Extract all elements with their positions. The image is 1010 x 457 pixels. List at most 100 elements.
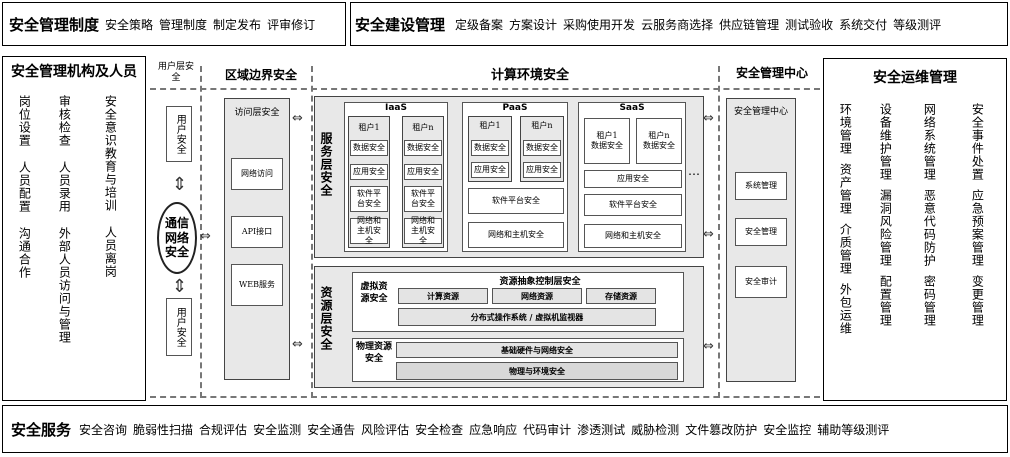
header-compute: 计算环境安全 <box>490 68 569 83</box>
iaas-tenant1: 租户1 <box>358 123 380 132</box>
right-panel-column: 设备维护管理漏洞风险管理配置管理 <box>878 103 892 327</box>
top-right-item: 定级备案 <box>455 17 504 32</box>
paas-host: 网络和主机安全 <box>468 222 564 248</box>
top-right-box: 安全建设管理 定级备案方案设计采购使用开发云服务商选择供应链管理测试验收系统交付… <box>350 2 1008 46</box>
left-panel-column: 岗位设置人员配置沟通合作 <box>17 95 31 279</box>
iaas-platform-n: 软件平台安全 <box>404 186 442 212</box>
updown-arrow-2: ⇕ <box>172 276 188 297</box>
bottom-box: 安全服务 安全咨询脆弱性扫描合规评估安全监测安全通告风险评估安全检查应急响应代码… <box>2 405 1008 453</box>
saas-tenant1: 租户1 数据安全 <box>584 118 630 164</box>
right-panel-item: 恶意代码防护 <box>922 189 937 267</box>
resource-layer-label: 资源层安全 <box>319 286 333 351</box>
right-panel: 安全运维管理 环境管理资产管理介质管理外包运维设备维护管理漏洞风险管理配置管理网… <box>823 58 1007 401</box>
left-panel-item: 人员配置 <box>17 161 32 213</box>
right-panel-item: 变更管理 <box>970 275 985 327</box>
left-panel-item: 人员录用 <box>57 161 72 213</box>
right-panel-item: 安全事件处置 <box>970 103 985 181</box>
distributed-os: 分布式操作系统 / 虚拟机监视器 <box>398 308 656 326</box>
paas-data-1: 数据安全 <box>471 140 509 156</box>
saas-platform: 软件平台安全 <box>584 194 682 216</box>
top-right-item: 采购使用开发 <box>563 17 636 32</box>
service-ellipsis: … <box>688 164 700 178</box>
top-left-box: 安全管理制度 安全策略管理制度制定发布评审修订 <box>2 2 346 46</box>
physical-resource-label: 物理资源安全 <box>356 342 393 364</box>
left-panel-item: 外部人员访问与管理 <box>57 227 72 344</box>
bottom-item: 渗透测试 <box>577 422 626 437</box>
center-frame-bottom <box>150 396 820 398</box>
divider-1 <box>200 66 202 398</box>
mgmt-audit: 安全审计 <box>735 266 787 298</box>
center-frame-top <box>150 88 820 90</box>
user-security-bottom: 用户安全 <box>166 298 192 356</box>
iaas-host-n: 网络和主机安全 <box>404 216 442 245</box>
left-panel: 安全管理机构及人员 岗位设置人员配置沟通合作审核检查人员录用外部人员访问与管理安… <box>2 56 146 401</box>
right-panel-item: 配置管理 <box>878 275 893 327</box>
top-left-items: 安全策略管理制度制定发布评审修订 <box>105 16 321 33</box>
comm-network-label: 通信网络安全 <box>164 216 189 260</box>
bottom-item: 安全监控 <box>763 422 812 437</box>
bottom-item: 威胁检测 <box>631 422 680 437</box>
bottom-item: 合规评估 <box>199 422 248 437</box>
top-right-title: 安全建设管理 <box>355 15 446 34</box>
bottom-item: 脆弱性扫描 <box>133 422 194 437</box>
right-panel-item: 网络系统管理 <box>922 103 937 181</box>
right-panel-item: 环境管理 <box>838 103 853 155</box>
bottom-item: 辅助等级测评 <box>817 422 890 437</box>
bottom-item: 应急响应 <box>469 422 518 437</box>
bottom-item: 安全监测 <box>253 422 302 437</box>
user-security-top: 用户安全 <box>166 106 192 162</box>
access-title: 访问层安全 <box>234 108 280 118</box>
resource-abstract-title: 资源抽象控制层安全 <box>499 277 581 287</box>
bottom-item: 安全检查 <box>415 422 464 437</box>
saas-host: 网络和主机安全 <box>584 224 682 248</box>
left-panel-column: 安全意识教育与培训人员离岗 <box>103 95 117 278</box>
top-left-item: 管理制度 <box>159 17 208 32</box>
lr-arrow-6: ⇔ <box>703 339 714 354</box>
top-right-items: 定级备案方案设计采购使用开发云服务商选择供应链管理测试验收系统交付等级测评 <box>455 16 947 33</box>
top-left-item: 制定发布 <box>213 17 262 32</box>
right-panel-item: 密码管理 <box>922 275 937 327</box>
iaas-data-n: 数据安全 <box>404 140 442 156</box>
paas-data-n: 数据安全 <box>523 140 561 156</box>
mgmt-system: 系统管理 <box>735 172 787 200</box>
left-panel-item: 岗位设置 <box>17 95 32 147</box>
header-region: 区域边界安全 <box>224 68 297 82</box>
mgmt-security: 安全管理 <box>735 218 787 246</box>
iaas-tenantn: 租户n <box>412 123 434 132</box>
paas-app-n: 应用安全 <box>523 162 561 178</box>
header-user-layer: 用户层安全 <box>157 62 194 83</box>
bottom-item: 文件篡改防护 <box>685 422 758 437</box>
saas-tenantn: 租户n 数据安全 <box>636 118 682 164</box>
left-panel-item: 沟通合作 <box>17 227 32 279</box>
top-right-item: 云服务商选择 <box>641 17 714 32</box>
saas-data-1: 数据安全 <box>591 141 623 150</box>
saas-tenantn-label: 租户n <box>648 131 670 140</box>
left-panel-item: 人员离岗 <box>103 226 118 278</box>
iaas-app-n: 应用安全 <box>404 164 442 180</box>
iaas-name: IaaS <box>385 103 407 113</box>
right-panel-item: 设备维护管理 <box>878 103 893 181</box>
access-web: WEB服务 <box>231 264 283 306</box>
lr-arrow-2: ⇔ <box>292 111 303 126</box>
hardware-network: 基础硬件与网络安全 <box>396 342 678 358</box>
virtual-resource-label: 虚拟资源安全 <box>360 282 388 304</box>
bottom-items: 安全咨询脆弱性扫描合规评估安全监测安全通告风险评估安全检查应急响应代码审计渗透测… <box>79 421 895 438</box>
iaas-platform-1: 软件平台安全 <box>350 186 388 212</box>
saas-tenant1-label: 租户1 <box>596 131 618 140</box>
right-panel-column: 安全事件处置应急预案管理变更管理 <box>970 103 984 327</box>
updown-arrow-1: ⇕ <box>172 174 188 195</box>
iaas-app-1: 应用安全 <box>350 164 388 180</box>
saas-name: SaaS <box>619 103 645 113</box>
access-network: 网络访问 <box>231 158 283 190</box>
left-panel-title: 安全管理机构及人员 <box>11 64 137 80</box>
top-right-item: 方案设计 <box>509 17 558 32</box>
bottom-item: 代码审计 <box>523 422 572 437</box>
paas-tenant1: 租户1 <box>479 121 501 130</box>
top-left-item: 评审修订 <box>267 17 316 32</box>
divider-3 <box>718 66 720 398</box>
bottom-item: 安全通告 <box>307 422 356 437</box>
service-layer-label: 服务层安全 <box>319 132 333 197</box>
comm-network-ellipse: 通信网络安全 <box>157 202 197 274</box>
physical-environment: 物理与环境安全 <box>396 362 678 380</box>
right-panel-item: 外包运维 <box>838 283 853 335</box>
